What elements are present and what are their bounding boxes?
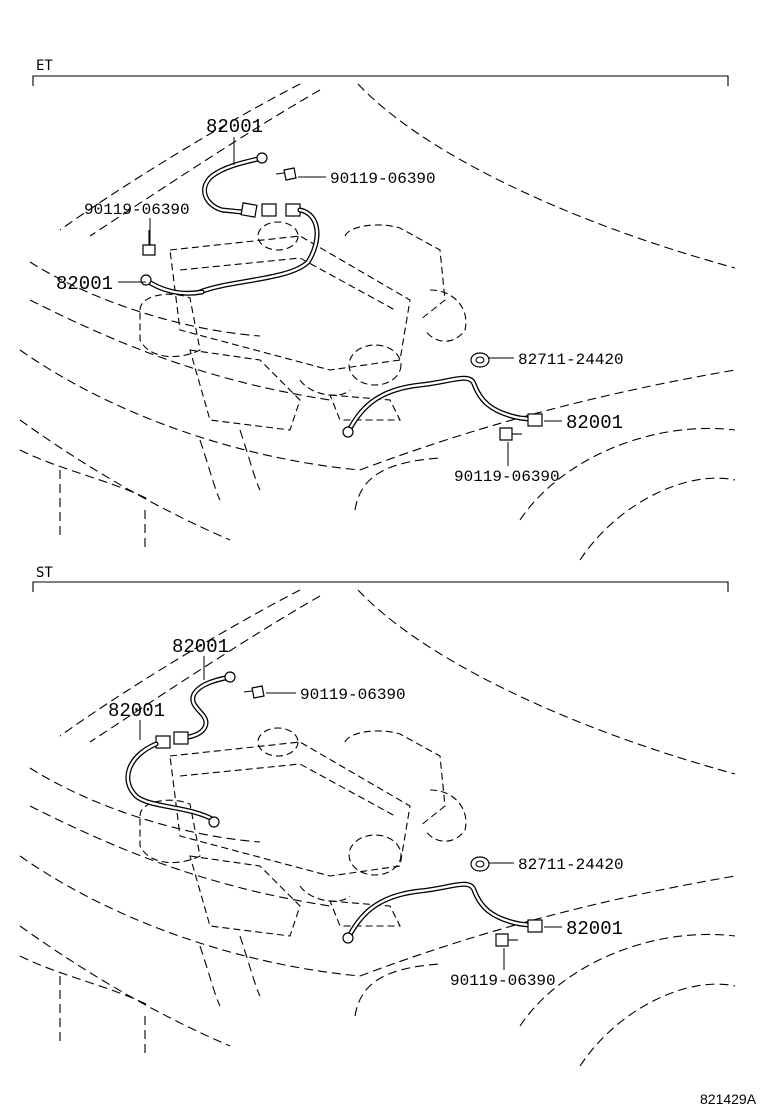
clamp-icon xyxy=(470,352,490,368)
bolt-icon xyxy=(495,933,518,947)
bolt-icon xyxy=(142,230,156,256)
callout-82001: 82001 xyxy=(566,412,623,434)
vehicle-outline-st xyxy=(19,589,736,1067)
callout-82001: 82001 xyxy=(56,273,113,295)
callout-90119-06390: 90119-06390 xyxy=(84,201,190,219)
sensor-wire-left-et xyxy=(140,274,205,296)
callout-90119-06390: 90119-06390 xyxy=(330,170,436,188)
callout-82711-24420: 82711-24420 xyxy=(518,351,624,369)
bolt-icon xyxy=(275,167,297,181)
callout-82001: 82001 xyxy=(172,636,229,658)
section-bracket-et xyxy=(32,75,729,86)
sensor-wire-left-st xyxy=(125,741,220,828)
callout-82001: 82001 xyxy=(566,918,623,940)
sensor-wire-lower-st xyxy=(342,881,543,944)
figure-id: 821429A xyxy=(700,1091,757,1107)
section-st: ST xyxy=(19,565,736,1067)
callout-90119-06390: 90119-06390 xyxy=(300,686,406,704)
engine-st xyxy=(139,727,467,937)
sensor-wire-upper-st xyxy=(155,671,236,749)
vehicle-outline-et xyxy=(19,83,736,561)
callout-82001: 82001 xyxy=(206,116,263,138)
engine-et xyxy=(139,221,467,431)
sensor-wire-lower-et xyxy=(342,375,543,438)
callout-82711-24420: 82711-24420 xyxy=(518,856,624,874)
section-label-st: ST xyxy=(36,565,53,581)
callout-90119-06390: 90119-06390 xyxy=(450,972,556,990)
bolt-icon xyxy=(499,427,522,441)
clamp-icon xyxy=(470,856,490,872)
section-bracket-st xyxy=(32,581,729,592)
section-et: ET xyxy=(19,58,736,561)
callout-90119-06390: 90119-06390 xyxy=(454,468,560,486)
section-label-et: ET xyxy=(36,58,53,74)
bolt-icon xyxy=(243,685,265,699)
sensor-wire-upper-et xyxy=(197,152,320,295)
callout-82001: 82001 xyxy=(108,700,165,722)
